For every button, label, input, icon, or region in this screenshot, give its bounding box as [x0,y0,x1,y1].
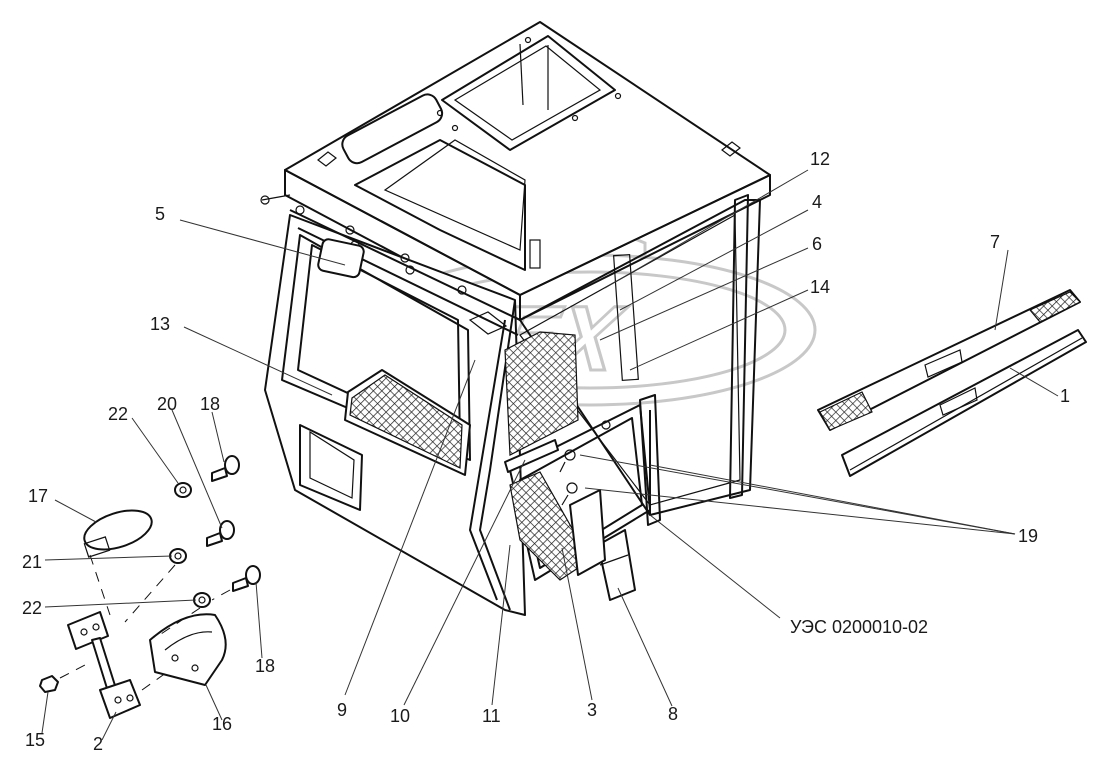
label-1: 1 [1060,386,1070,406]
label-22-bottom: 22 [22,598,42,618]
label-3: 3 [587,700,597,720]
bracket-16 [149,613,227,686]
label-12: 12 [810,149,830,169]
panel-7 [817,289,1082,431]
assembly-code: УЭС 0200010-02 [790,617,928,637]
label-11: 11 [482,706,501,726]
label-4: 4 [812,192,822,212]
label-16: 16 [212,714,232,734]
washer-21 [169,548,187,564]
label-14: 14 [810,277,830,297]
cab-body [260,21,771,616]
washer-22b [193,592,211,608]
label-2: 2 [93,734,103,754]
label-6: 6 [812,234,822,254]
bolt-18b [232,565,261,592]
label-7: 7 [990,232,1000,252]
label-13: 13 [150,314,170,334]
label-18-bottom: 18 [255,656,275,676]
label-21: 21 [22,552,42,572]
label-9: 9 [337,700,347,720]
clamp-17 [83,509,153,558]
label-17: 17 [28,486,48,506]
label-19: 19 [1018,526,1038,546]
label-18-top: 18 [200,394,220,414]
bolt-18a [211,455,240,482]
label-10: 10 [390,706,410,726]
nut-15 [39,675,59,693]
label-22-top: 22 [108,404,128,424]
label-15: 15 [25,730,45,750]
panel-1 [841,329,1087,477]
leader-lines [41,169,1059,741]
label-5: 5 [155,204,165,224]
bracket-2 [67,611,141,719]
label-8: 8 [668,704,678,724]
bolts-19 [559,420,611,506]
washer-22a [174,482,192,498]
label-20: 20 [157,394,177,414]
bolt-20 [206,520,235,547]
